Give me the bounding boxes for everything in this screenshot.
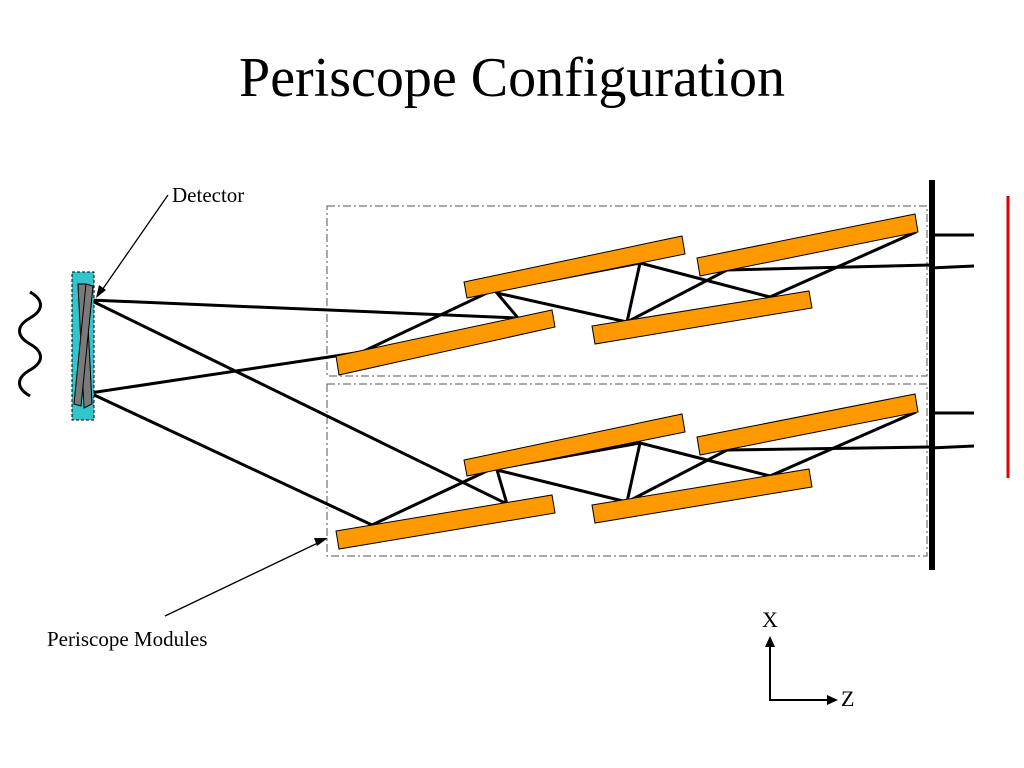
wave-icon	[18, 290, 42, 398]
mirror	[335, 494, 556, 550]
periscope-module-lower	[326, 383, 928, 557]
axis-x-arrowhead	[765, 636, 775, 647]
detector	[71, 271, 95, 421]
mirror	[335, 309, 556, 376]
page-title: Periscope Configuration	[239, 47, 785, 109]
beam-lower-b	[89, 391, 641, 527]
mirror	[591, 468, 813, 524]
detector-leader	[99, 194, 169, 294]
detector-leader-arrowhead	[96, 285, 106, 298]
detector-label: Detector	[172, 183, 245, 207]
modules-leader-arrowhead	[314, 538, 328, 546]
axis-z-arrowhead	[827, 695, 838, 705]
beam-upper-b	[89, 261, 641, 395]
mirror	[463, 235, 686, 299]
mirror	[696, 213, 919, 277]
axis-x-label: X	[762, 607, 778, 632]
output-ports	[929, 233, 975, 450]
modules-leader	[164, 540, 323, 617]
axis-z-label: Z	[841, 686, 855, 711]
periscope-modules-label: Periscope Modules	[47, 627, 208, 651]
mirrors-upper	[335, 213, 919, 376]
mirror	[463, 413, 686, 477]
mirror	[591, 290, 813, 345]
mirrors-lower	[335, 393, 919, 550]
mirror	[696, 393, 919, 456]
detector-element	[73, 283, 94, 407]
periscope-module-upper	[326, 205, 928, 377]
